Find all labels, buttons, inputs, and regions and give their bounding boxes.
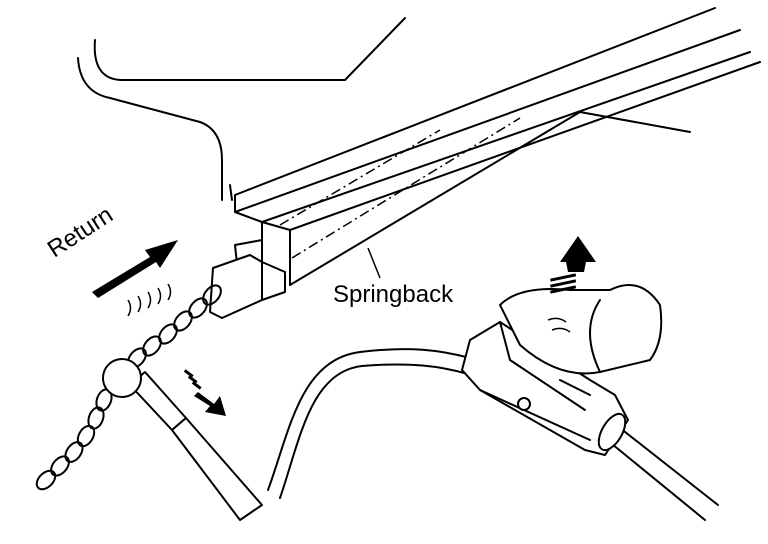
- chain: [35, 284, 222, 491]
- body-panel: [77, 17, 406, 201]
- probe-handle: [102, 358, 263, 521]
- guide-rail: [234, 7, 761, 286]
- cable: [267, 348, 719, 521]
- latch-tab: [209, 239, 286, 319]
- vibration-marks: [127, 283, 172, 317]
- springback-label: Springback: [333, 281, 454, 308]
- springback-leader: [367, 247, 381, 279]
- release-up-arrow-icon: [550, 236, 596, 294]
- pull-down-arrow-icon: [183, 369, 226, 416]
- return-arrow-icon: [92, 240, 178, 298]
- finger: [499, 284, 663, 375]
